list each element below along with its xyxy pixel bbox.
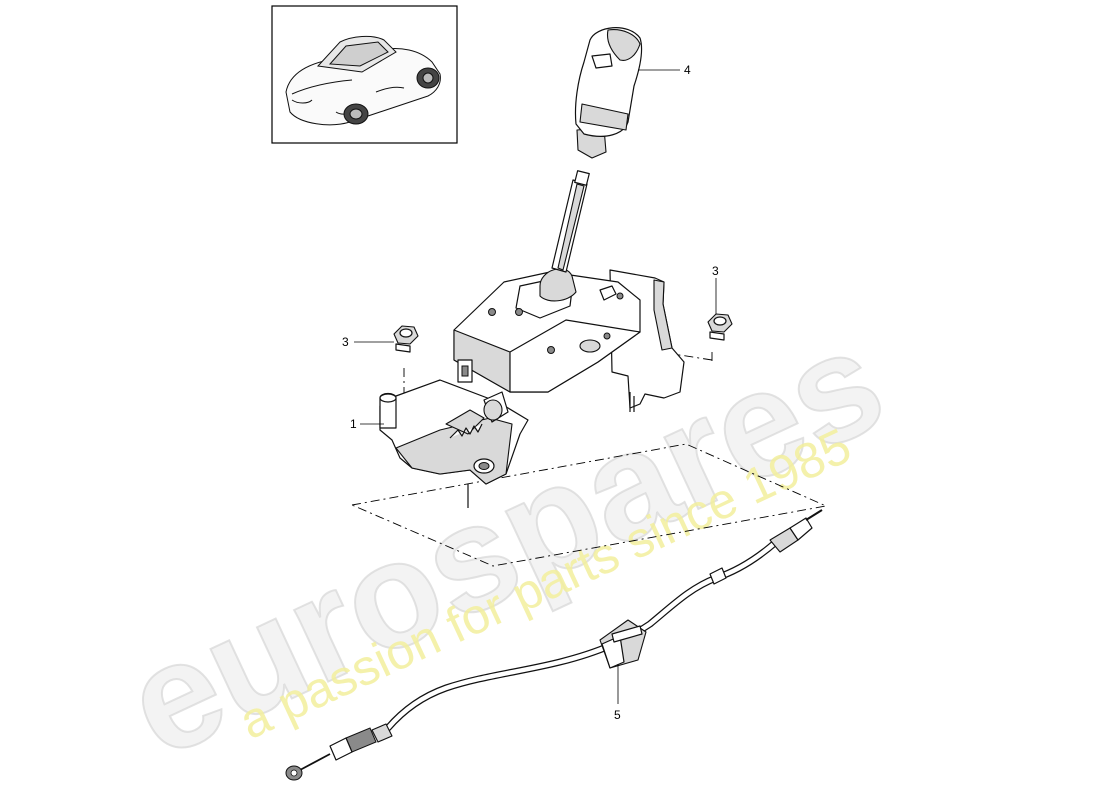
gear-selector-housing [379, 268, 685, 508]
callout-3-left: 3 [342, 335, 394, 349]
callout-label: 1 [350, 417, 357, 431]
callout-label: 3 [712, 264, 719, 278]
callout-4: 4 [638, 63, 691, 77]
callout-label: 3 [342, 335, 349, 349]
callout-label: 5 [614, 708, 621, 722]
car-thumbnail [271, 5, 458, 144]
selector-cable [285, 509, 823, 781]
callout-5: 5 [614, 664, 621, 722]
gear-shift-knob [551, 27, 643, 273]
callout-3-right: 3 [712, 264, 719, 314]
callout-label: 4 [684, 63, 691, 77]
convertible-car-icon [285, 35, 441, 126]
callout-1: 1 [350, 417, 384, 431]
hex-nut [707, 313, 733, 341]
hex-nut [393, 325, 419, 353]
